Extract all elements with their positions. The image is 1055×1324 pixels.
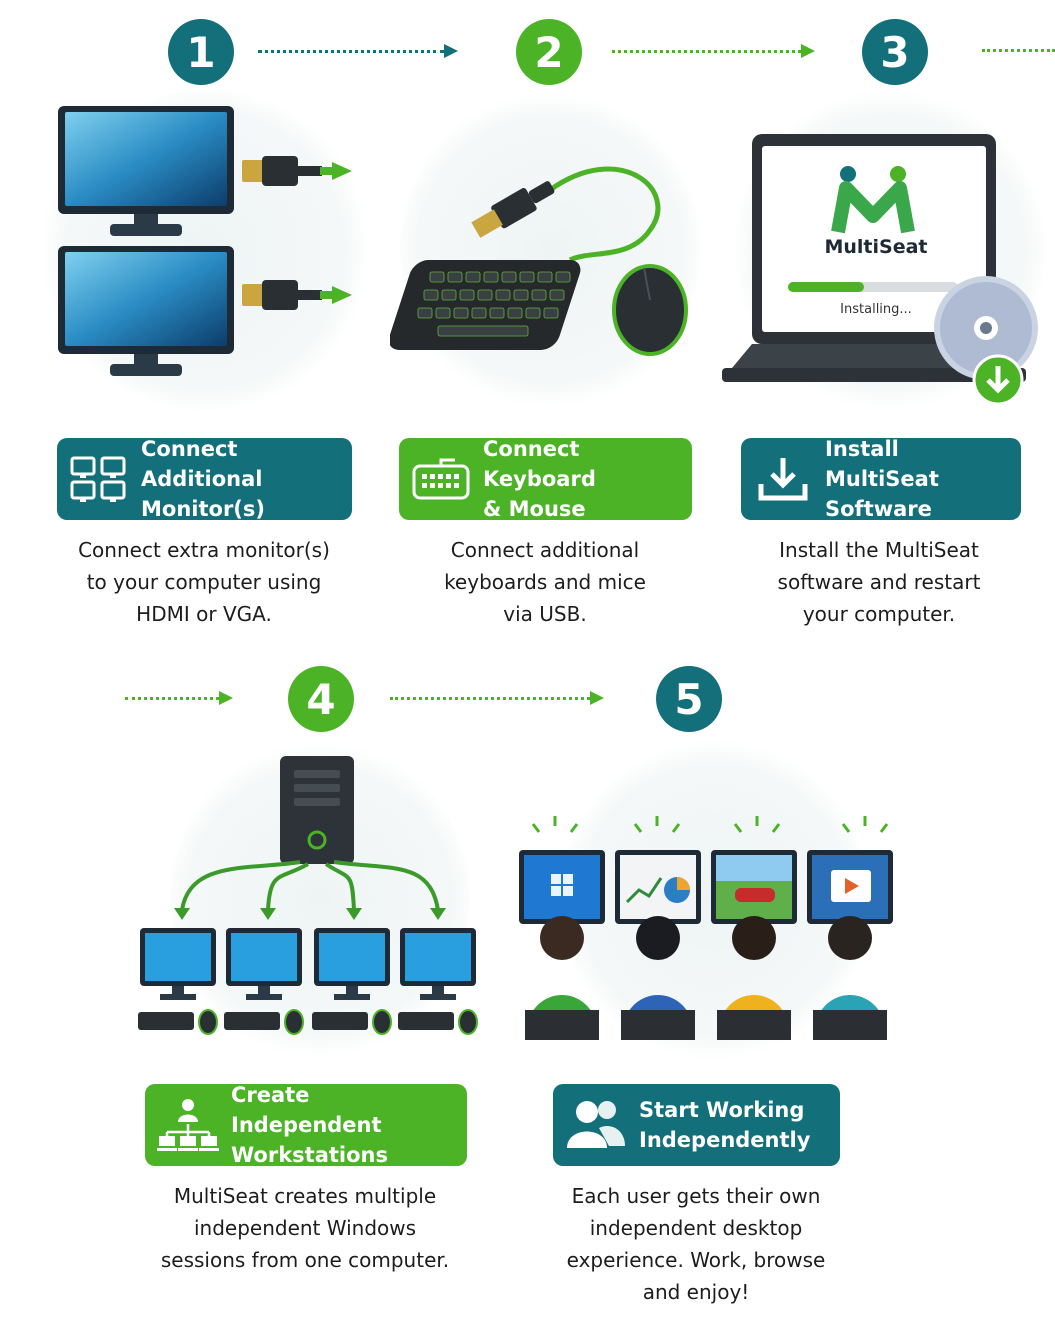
step-4-badge: 4 — [288, 666, 354, 732]
step-1-badge: 1 — [168, 19, 234, 85]
workstation-network-icon — [157, 1096, 219, 1154]
flow-arrow — [612, 44, 815, 58]
install-status: Installing... — [840, 302, 912, 317]
illustration-halo — [400, 90, 700, 410]
flow-arrow — [125, 691, 233, 705]
laptop-brand: MultiSeat — [824, 236, 928, 258]
users-icon — [565, 1098, 627, 1152]
download-icon — [753, 454, 813, 504]
users-working-illustration — [519, 816, 893, 1040]
flow-arrow-continue — [982, 49, 1055, 52]
workstations-illustration — [138, 756, 478, 1035]
step-3-badge: 3 — [862, 19, 928, 85]
step-2-label: Connect Keyboard& Mouse — [399, 437, 692, 521]
step-1-description: Connect extra monitor(s)to your computer… — [78, 538, 330, 626]
step-5-badge: 5 — [656, 666, 722, 732]
keyboard-icon — [411, 456, 471, 502]
laptop-illustration: MultiSeat Installing... — [718, 132, 1055, 412]
flow-arrow — [258, 44, 458, 58]
flow-arrow — [390, 691, 604, 705]
keyboard-mouse-illustration — [390, 166, 688, 356]
step-2-badge: 2 — [516, 19, 582, 85]
install-progress-fill — [788, 282, 864, 292]
monitors-icon — [69, 454, 129, 504]
monitors-illustration — [58, 106, 352, 376]
